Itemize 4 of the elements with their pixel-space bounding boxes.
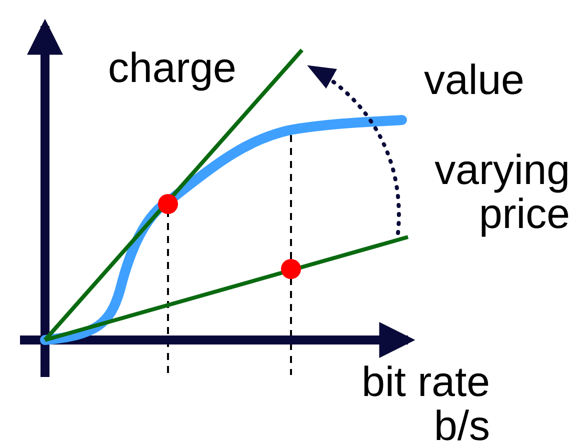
line-label: charge: [108, 46, 238, 90]
axis-label: bit rate b/s: [360, 360, 490, 447]
line-label: varying price: [434, 148, 570, 236]
curve-label: value: [424, 58, 526, 102]
